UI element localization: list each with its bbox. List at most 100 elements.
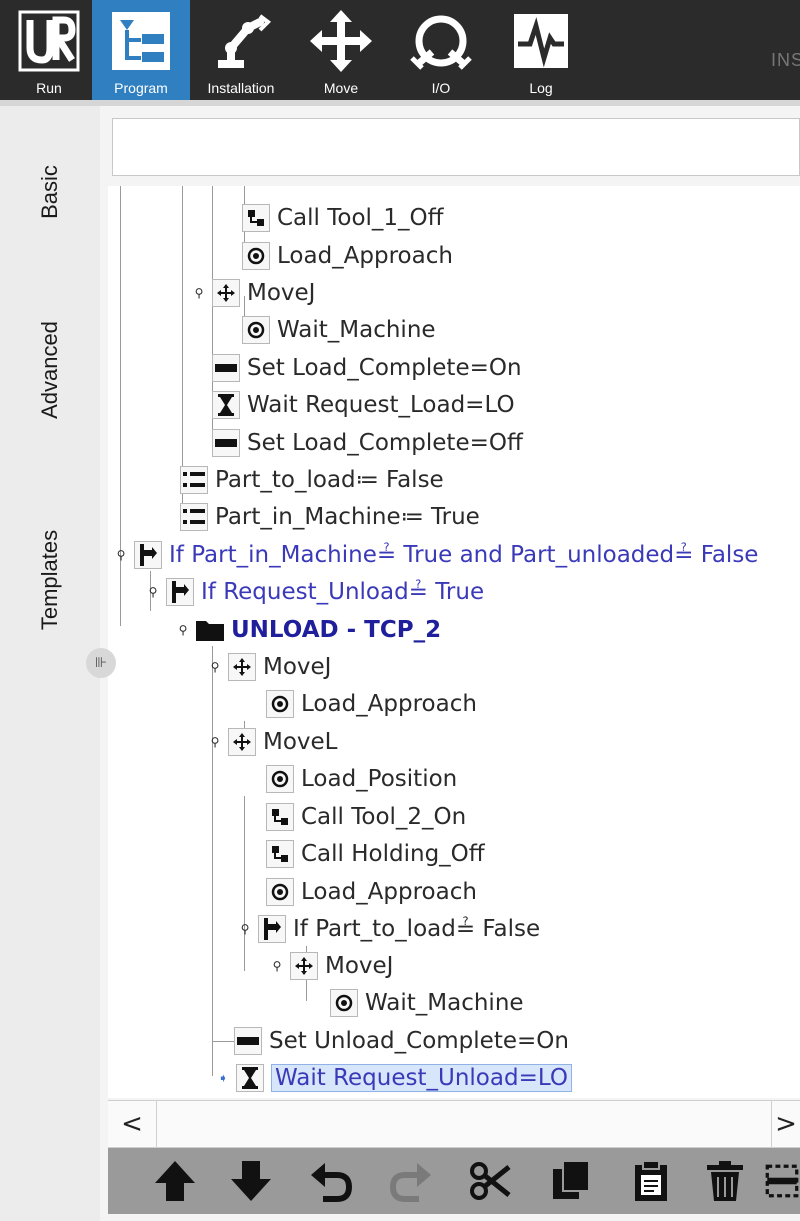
delete-button[interactable] [700, 1156, 750, 1206]
tree-node-waypoint[interactable]: Load_Approach [266, 686, 477, 722]
tree-node-label: Load_Approach [277, 243, 453, 269]
selection-arrow-icon: ➧ [217, 1071, 229, 1085]
if-icon [258, 915, 286, 943]
nav-program[interactable]: Program [92, 0, 190, 100]
call-icon [266, 840, 294, 868]
tree-node-label: Set Load_Complete=Off [247, 430, 523, 456]
tree-node-label: Load_Approach [301, 691, 477, 717]
horizontal-scrollbar[interactable]: < > [108, 1100, 800, 1148]
move-up-button[interactable] [150, 1156, 200, 1206]
tree-connector [182, 186, 183, 516]
tree-node-waypoint[interactable]: Load_Approach [242, 238, 453, 274]
expand-pin-icon[interactable]: ⚲ [116, 548, 126, 562]
nav-io-label: I/O [431, 80, 451, 96]
waypoint-icon [242, 316, 270, 344]
set-icon [234, 1027, 262, 1055]
move-down-icon [231, 1161, 271, 1201]
tree-connector [244, 796, 245, 971]
copy-button[interactable] [546, 1156, 596, 1206]
expand-pin-icon[interactable]: ⚲ [240, 922, 250, 936]
tab-templates[interactable]: Templates [37, 529, 62, 631]
expand-pin-icon[interactable]: ⚲ [272, 959, 282, 973]
tree-node-if[interactable]: ⚲ If Request_Unload≟ True [142, 574, 484, 610]
cut-button[interactable] [466, 1156, 516, 1206]
tree-node-if[interactable]: ⚲ If Part_to_load≟ False [234, 911, 540, 947]
scroll-right-button[interactable]: > [771, 1101, 800, 1147]
waypoint-icon [242, 242, 270, 270]
tree-node-waypoint[interactable]: Wait_Machine [242, 312, 436, 348]
tree-node-call[interactable]: Call Holding_Off [266, 836, 485, 872]
program-tree[interactable]: Call Tool_1_Off Load_Approach ⚲ MoveJ Wa… [108, 186, 800, 1098]
tree-node-label: MoveJ [247, 280, 316, 306]
side-tab-bar: Basic Advanced Templates [0, 106, 100, 1221]
tree-node-set[interactable]: Set Load_Complete=Off [212, 425, 523, 461]
tree-node-label: Set Unload_Complete=On [269, 1028, 569, 1054]
tree-node-label: If Request_Unload≟ True [201, 579, 485, 605]
redo-button[interactable] [386, 1156, 436, 1206]
tree-node-label: MoveJ [263, 654, 332, 680]
tree-node-waypoint[interactable]: Load_Position [266, 761, 457, 797]
tab-advanced[interactable]: Advanced [37, 321, 62, 419]
tree-node-folder[interactable]: ⚲ UNLOAD - TCP_2 [172, 612, 441, 648]
tree-node-wait-selected[interactable]: ➧ Wait Request_Unload=LO [212, 1060, 572, 1096]
nav-run-label: Run [36, 80, 62, 96]
nav-installation-label: Installation [207, 80, 275, 96]
paste-button[interactable] [626, 1156, 676, 1206]
tree-node-call[interactable]: Call Tool_1_Off [242, 200, 444, 236]
delete-icon [707, 1161, 743, 1201]
waypoint-icon [266, 765, 294, 793]
command-bar [112, 118, 800, 176]
expand-pin-icon[interactable]: ⚲ [210, 735, 220, 749]
edit-toolbar [108, 1148, 800, 1214]
nav-move[interactable]: Move [292, 0, 390, 100]
tree-node-move[interactable]: ⚲ MoveJ [188, 275, 315, 311]
expand-pin-icon[interactable]: ⚲ [178, 623, 188, 637]
expand-pin-icon[interactable]: ⚲ [194, 286, 204, 300]
expand-pin-icon[interactable]: ⚲ [148, 585, 158, 599]
tree-node-assignment[interactable]: Part_to_load≔ False [180, 462, 444, 498]
waypoint-icon [330, 989, 358, 1017]
wait-icon [236, 1064, 264, 1092]
undo-button[interactable] [306, 1156, 356, 1206]
program-tree-icon [112, 12, 170, 70]
move-down-button[interactable] [226, 1156, 276, 1206]
nav-installation[interactable]: Installation [192, 0, 290, 100]
tree-node-label: If Part_to_load≟ False [293, 916, 541, 942]
tree-node-move[interactable]: ⚲ MoveL [204, 724, 338, 760]
ur-logo-icon [18, 10, 80, 72]
tree-node-waypoint[interactable]: Wait_Machine [330, 985, 524, 1021]
copy-icon [553, 1160, 590, 1199]
expand-pin-icon[interactable]: ⚲ [210, 660, 220, 674]
tree-node-label: UNLOAD - TCP_2 [231, 617, 442, 643]
set-icon [212, 429, 240, 457]
suppress-button[interactable] [764, 1156, 800, 1206]
move-icon [290, 952, 318, 980]
if-icon [166, 578, 194, 606]
nav-log[interactable]: Log [492, 0, 590, 100]
tree-node-assignment[interactable]: Part_in_Machine≔ True [180, 499, 480, 535]
tree-connector [150, 571, 151, 611]
undo-icon [311, 1163, 353, 1202]
tree-node-move[interactable]: ⚲ MoveJ [266, 948, 393, 984]
scroll-left-button[interactable]: < [108, 1101, 157, 1147]
tree-connector [212, 186, 213, 446]
tree-node-call[interactable]: Call Tool_2_On [266, 799, 466, 835]
tree-node-if[interactable]: ⚲ If Part_in_Machine≟ True and Part_unlo… [110, 537, 758, 573]
panel-collapse-handle-icon[interactable]: ⊪ [86, 648, 116, 678]
nav-run[interactable]: Run [0, 0, 98, 100]
tree-connector [120, 186, 121, 626]
tree-node-move[interactable]: ⚲ MoveJ [204, 649, 331, 685]
nav-io[interactable]: I/O [392, 0, 490, 100]
move-up-icon [155, 1161, 195, 1201]
tree-node-set[interactable]: Set Load_Complete=On [212, 350, 522, 386]
wait-icon [212, 391, 240, 419]
tree-node-waypoint[interactable]: Load_Approach [266, 874, 477, 910]
folder-icon [196, 616, 224, 644]
log-icon [514, 14, 568, 68]
tree-node-label: If Part_in_Machine≟ True and Part_unload… [169, 542, 759, 568]
tab-basic[interactable]: Basic [37, 165, 62, 219]
tree-connector [212, 646, 213, 1076]
tree-node-set[interactable]: Set Unload_Complete=On [234, 1023, 569, 1059]
tree-node-wait[interactable]: Wait Request_Load=LO [212, 387, 515, 423]
assignment-icon [180, 503, 208, 531]
